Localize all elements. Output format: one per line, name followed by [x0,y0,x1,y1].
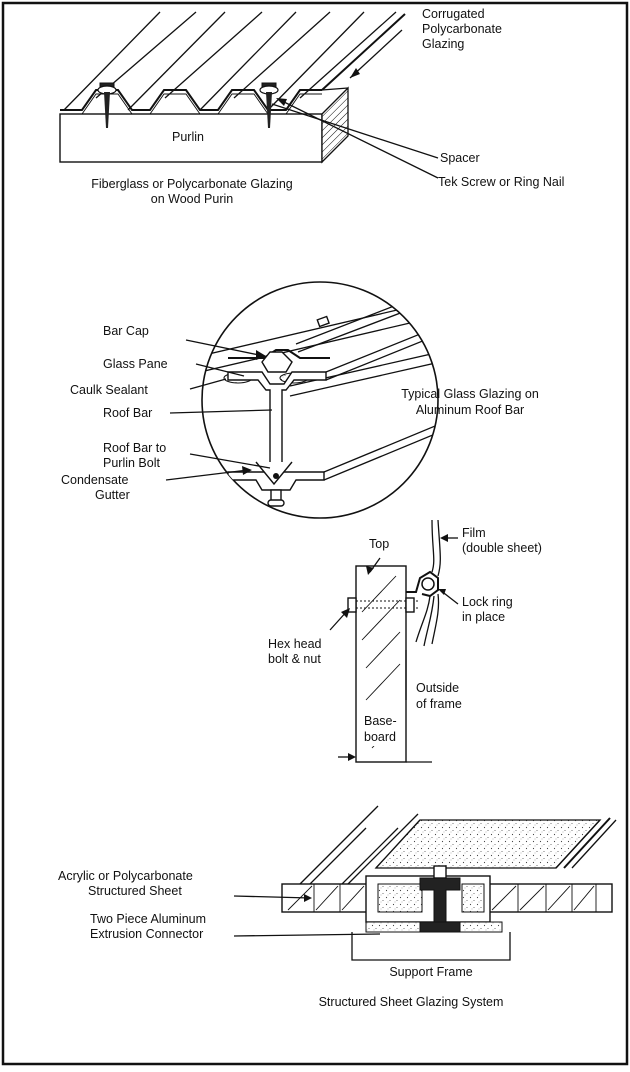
label-spacer: Spacer [440,151,480,165]
label-bar-cap: Bar Cap [103,324,149,338]
purlin [59,86,349,164]
label-roof-bar: Roof Bar [103,406,152,420]
label-lock-ring-1: Lock ring [462,595,513,609]
label-glass-pane: Glass Pane [103,357,168,371]
fig1-corrugated-drawing [59,11,439,179]
label-base-2: board [364,730,396,744]
fig2-caption-2: Aluminum Roof Bar [416,403,524,417]
leader-tek [279,99,439,179]
baseboard-label-bg [362,712,402,746]
fig2-roof-bar-detail [165,281,439,519]
fig1-caption-2: on Wood Purin [151,192,234,206]
leader-glass-pane [195,363,245,377]
label-lock-ring-2: in place [462,610,505,624]
label-base-1: Base- [364,714,397,728]
label-connector-1: Two Piece Aluminum [90,912,206,926]
fig2-caption-1: Typical Glass Glazing on [401,387,539,401]
leader-spacer [271,103,439,159]
label-film-2: (double sheet) [462,541,542,555]
label-corrugated-1: Corrugated [422,7,485,21]
label-outside-2: of frame [416,697,462,711]
label-caulk-sealant: Caulk Sealant [70,383,148,397]
label-gutter-2: Gutter [95,488,130,502]
leader-connector [233,933,381,937]
label-support-frame: Support Frame [389,965,472,979]
label-bolt-1: Roof Bar to [103,441,166,455]
label-purlin: Purlin [172,130,204,144]
corrugated-sheet [60,11,406,115]
label-film-1: Film [462,526,486,540]
label-gutter-1: Condensate [61,473,128,487]
leader-roof-bar [169,409,273,414]
leader-caulk [189,378,227,390]
fig4-structured-sheet-drawing [233,805,617,961]
leader-gutter [165,469,249,481]
label-hex-1: Hex head [268,637,322,651]
leader-sheet [233,895,311,899]
label-sheet-1: Acrylic or Polycarbonate [58,869,193,883]
leader-bolt [189,453,271,469]
tek-screw-left [97,82,117,128]
label-corrugated-2: Polycarbonate [422,22,502,36]
fig4-caption: Structured Sheet Glazing System [319,995,504,1009]
label-sheet-2: Structured Sheet [88,884,182,898]
label-hex-2: bolt & nut [268,652,321,666]
tek-screw-right [259,82,279,128]
fig1-caption-1: Fiberglass or Polycarbonate Glazing [91,177,293,191]
leader-corrugated [349,29,403,79]
label-bolt-2: Purlin Bolt [103,456,160,470]
label-outside-1: Outside [416,681,459,695]
label-tek-screw: Tek Screw or Ring Nail [438,175,564,189]
label-corrugated-3: Glazing [422,37,464,51]
leader-bar-cap [185,339,265,357]
label-connector-2: Extrusion Connector [90,927,203,941]
label-top: Top [369,537,389,551]
